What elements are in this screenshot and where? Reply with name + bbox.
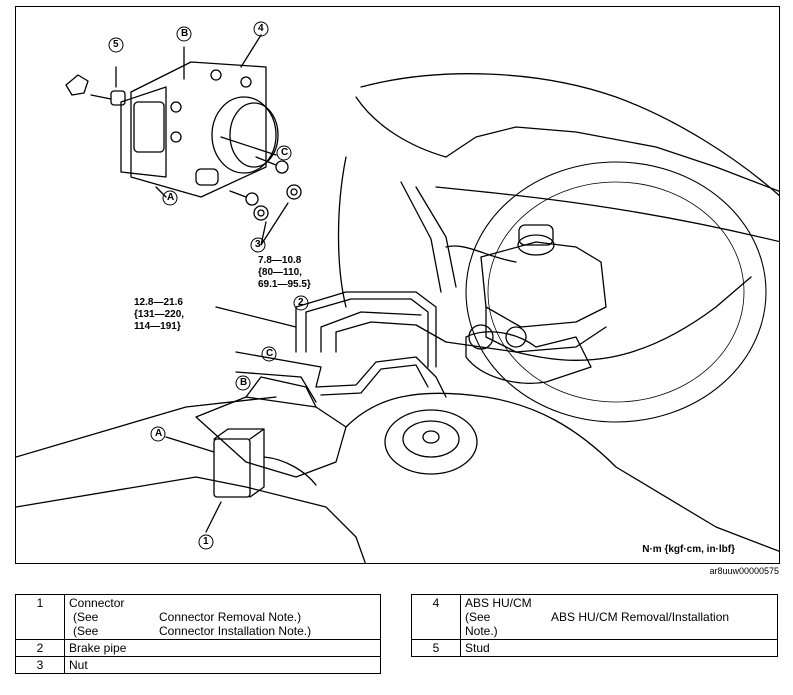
- see-note-row: (See Connector Removal Note.): [69, 610, 376, 624]
- note-link-abs-removal-cont[interactable]: Note.): [465, 624, 498, 638]
- part-number: 5: [411, 639, 461, 657]
- note-link-removal[interactable]: Connector Removal Note.): [159, 610, 302, 624]
- see-prefix: (See: [465, 610, 491, 624]
- callout-a-bottom: A: [155, 428, 163, 439]
- see-prefix: (See: [73, 624, 99, 638]
- figure-id: ar8uuw00000575: [709, 566, 779, 576]
- callout-c-top: C: [281, 147, 289, 158]
- table-row: 3 Nut: [15, 656, 381, 674]
- part-name: Connector: [69, 596, 125, 610]
- torque-spec-brake-pipe: 12.8—21.6 {131—220, 114—191}: [134, 297, 185, 332]
- part-number: 1: [15, 594, 65, 640]
- callout-2: 2: [298, 297, 304, 308]
- callout-a-top: A: [167, 192, 175, 203]
- callout-5: 5: [113, 39, 119, 50]
- see-note-row: (See ABS HU/CM Removal/Installation: [465, 610, 773, 624]
- part-name: Nut: [64, 656, 381, 674]
- torque-units-legend: N·m {kgf·cm, in·lbf}: [642, 544, 735, 555]
- part-number: 4: [411, 594, 461, 640]
- see-prefix: (See: [73, 610, 99, 624]
- part-description: Connector (See Connector Removal Note.) …: [64, 594, 381, 640]
- callout-b-top: B: [181, 28, 189, 39]
- callout-c-bottom: C: [266, 348, 274, 359]
- part-description: ABS HU/CM (See ABS HU/CM Removal/Install…: [460, 594, 778, 640]
- part-number: 2: [15, 639, 65, 657]
- callout-1: 1: [203, 536, 209, 547]
- callout-4: 4: [258, 23, 264, 34]
- part-name: ABS HU/CM: [465, 596, 532, 610]
- note-link-installation[interactable]: Connector Installation Note.): [159, 624, 312, 638]
- table-row: 5 Stud: [411, 639, 778, 657]
- exploded-view-figure: 5 4 B C A 3 7.8—10.8 {80—110, 69.1—95.5}…: [15, 6, 780, 564]
- callout-3: 3: [255, 239, 261, 250]
- table-row: 1 Connector (See Connector Removal Note.…: [15, 594, 381, 640]
- see-note-row: (See Connector Installation Note.): [69, 624, 376, 638]
- parts-table-left: 1 Connector (See Connector Removal Note.…: [15, 594, 381, 674]
- note-link-abs-removal[interactable]: ABS HU/CM Removal/Installation: [551, 610, 730, 624]
- engine-bay-illustration: [16, 21, 779, 563]
- torque-spec-nut: 7.8—10.8 {80—110, 69.1—95.5}: [258, 255, 311, 290]
- part-name: Brake pipe: [64, 639, 381, 657]
- table-row: 2 Brake pipe: [15, 639, 381, 657]
- table-row: 4 ABS HU/CM (See ABS HU/CM Removal/Insta…: [411, 594, 778, 640]
- parts-table-right: 4 ABS HU/CM (See ABS HU/CM Removal/Insta…: [411, 594, 778, 657]
- part-name: Stud: [460, 639, 778, 657]
- part-number: 3: [15, 656, 65, 674]
- callout-b-bottom: B: [240, 377, 248, 388]
